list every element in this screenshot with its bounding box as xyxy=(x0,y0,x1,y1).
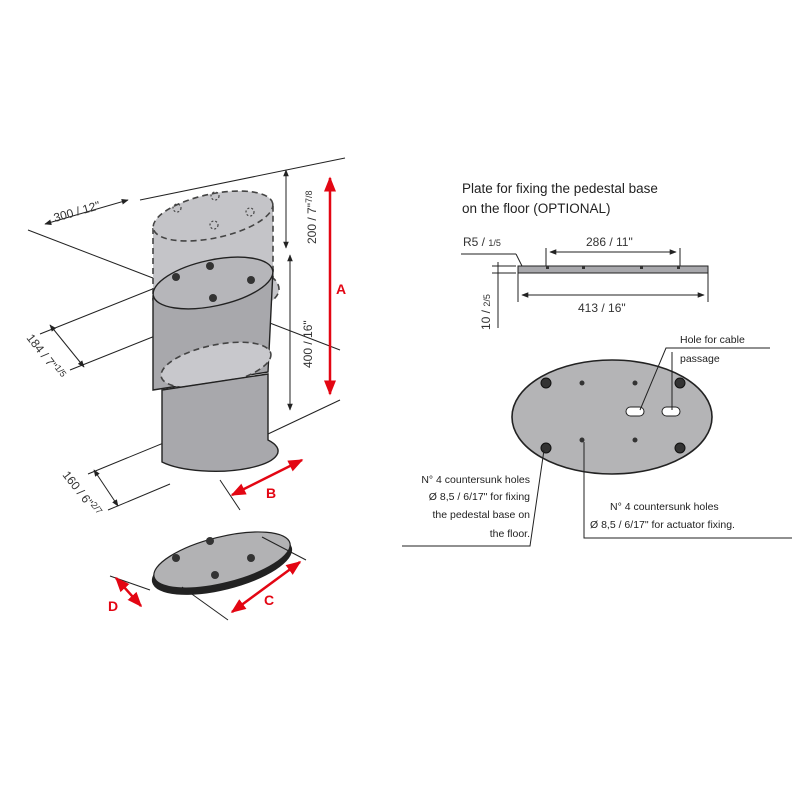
plate-thickness-label: 10 / 2/5 xyxy=(479,294,493,330)
dim-depth-label: 184 / 7"1/5 xyxy=(24,331,69,382)
plate-corner-holes xyxy=(540,377,686,454)
dim-width-label: 300 / 12" xyxy=(52,198,102,225)
svg-text:N° 4 countersunk holes: N° 4 countersunk holes xyxy=(421,474,530,486)
label-c: C xyxy=(264,592,274,608)
plate-radius-label: R5 / 1/5 xyxy=(463,235,501,249)
upper-dashed-top xyxy=(152,190,274,242)
note-right: N° 4 countersunk holes Ø 8,5 / 6/17" for… xyxy=(590,501,735,531)
note-left: N° 4 countersunk holes Ø 8,5 / 6/17" for… xyxy=(421,474,530,540)
plate-title-line1: Plate for fixing the pedestal base xyxy=(462,181,658,196)
cable-hole-label-1: Hole for cable xyxy=(680,334,745,346)
plate-profile xyxy=(517,265,709,274)
cable-passage-slots xyxy=(625,406,681,417)
plate-length-dim: 413 / 16" xyxy=(578,301,626,315)
lower-base-column xyxy=(161,373,279,472)
plate-view: Plate for fixing the pedestal base on th… xyxy=(402,181,792,547)
svg-text:the floor.: the floor. xyxy=(490,528,530,540)
plate-holes-dim: 286 / 11" xyxy=(586,235,633,249)
svg-text:the pedestal base on: the pedestal base on xyxy=(433,509,531,521)
dim-top-label: 200 / 7"7/8 xyxy=(304,191,319,244)
svg-text:Ø 8,5 / 6/17" for fixing: Ø 8,5 / 6/17" for fixing xyxy=(429,491,530,503)
svg-text:Ø 8,5 / 6/17" for actuator fix: Ø 8,5 / 6/17" for actuator fixing. xyxy=(590,519,735,531)
svg-text:N° 4 countersunk holes: N° 4 countersunk holes xyxy=(610,501,719,513)
middle-column-top xyxy=(152,256,274,310)
cable-hole-label-2: passage xyxy=(680,353,720,365)
label-d: D xyxy=(108,598,118,614)
plate-title-line2: on the floor (OPTIONAL) xyxy=(462,201,611,216)
pedestal-view: 300 / 12" 200 / 7"7/8 400 / 16" 184 / 7"… xyxy=(24,157,346,621)
dim-mid-label: 400 / 16" xyxy=(301,320,315,368)
label-b: B xyxy=(266,485,276,501)
plate-actuator-holes xyxy=(579,380,638,443)
floor-plate xyxy=(151,531,293,595)
label-a: A xyxy=(336,281,346,297)
plate-top-view xyxy=(511,359,713,475)
